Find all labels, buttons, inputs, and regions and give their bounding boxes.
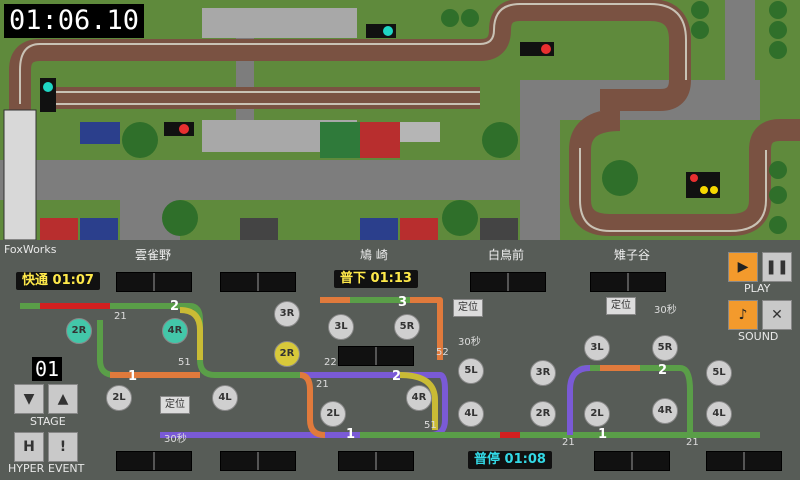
sound-label: SOUND bbox=[738, 330, 779, 343]
switch-3R-b[interactable]: 3R bbox=[530, 360, 556, 386]
teii-toggle-1[interactable]: 定位 bbox=[160, 396, 190, 414]
track-num: 21 bbox=[114, 311, 127, 322]
switch-4R[interactable]: 4R bbox=[162, 318, 188, 344]
track-num: 21 bbox=[562, 437, 575, 448]
switch-2L[interactable]: 2L bbox=[106, 385, 132, 411]
track-num: 2 bbox=[170, 299, 180, 314]
timer-label: 30秒 bbox=[458, 337, 481, 348]
train-futsushita-tag[interactable]: 普下 01:13 bbox=[334, 270, 418, 288]
play-label: PLAY bbox=[744, 282, 771, 295]
track-num: 1 bbox=[598, 427, 608, 442]
slot-hakuchomae-1 bbox=[470, 272, 546, 292]
switch-4R-c[interactable]: 4R bbox=[652, 398, 678, 424]
track-num: 21 bbox=[686, 437, 699, 448]
track-num: 1 bbox=[346, 427, 356, 442]
station-hibarino: 雲雀野 bbox=[135, 248, 172, 262]
slot-hatozaki-2 bbox=[338, 346, 414, 366]
switch-2R-c[interactable]: 2R bbox=[530, 401, 556, 427]
switch-5L-b[interactable]: 5L bbox=[706, 360, 732, 386]
switch-4R-b[interactable]: 4R bbox=[406, 385, 432, 411]
station-kijidani: 雉子谷 bbox=[614, 248, 651, 262]
slot-bottom-3 bbox=[338, 451, 414, 471]
slot-bottom-2 bbox=[220, 451, 296, 471]
teii-toggle-2[interactable]: 定位 bbox=[453, 299, 483, 317]
switch-3R[interactable]: 3R bbox=[274, 301, 300, 327]
slot-kijidani-1 bbox=[590, 272, 666, 292]
track-num: 2 bbox=[658, 363, 668, 378]
timer-label: 30秒 bbox=[654, 305, 677, 316]
switch-3L-b[interactable]: 3L bbox=[584, 335, 610, 361]
switch-4L-c[interactable]: 4L bbox=[706, 401, 732, 427]
timer-label: 30秒 bbox=[164, 434, 187, 445]
switch-2R[interactable]: 2R bbox=[66, 318, 92, 344]
track-diagram bbox=[20, 297, 760, 438]
sound-off-button[interactable]: ✕ bbox=[762, 300, 792, 330]
slot-bottom-1 bbox=[116, 451, 192, 471]
switch-5R-b[interactable]: 5R bbox=[652, 335, 678, 361]
elapsed-timer: 01:06.10 bbox=[4, 4, 144, 38]
switch-2R-b[interactable]: 2R bbox=[274, 341, 300, 367]
slot-bottom-5 bbox=[706, 451, 782, 471]
track-num: 22 bbox=[324, 357, 337, 368]
track-num: 1 bbox=[128, 369, 138, 384]
switch-5R[interactable]: 5R bbox=[394, 314, 420, 340]
track-num: 3 bbox=[398, 295, 408, 310]
station-hatozaki: 鳩 崎 bbox=[360, 248, 388, 262]
switch-4L[interactable]: 4L bbox=[212, 385, 238, 411]
event-label: EVENT bbox=[48, 462, 85, 475]
event-button[interactable]: ! bbox=[48, 432, 78, 462]
stage-up-button[interactable]: ▲ bbox=[48, 384, 78, 414]
slot-hibarino-2 bbox=[220, 272, 296, 292]
hyper-button[interactable]: H bbox=[14, 432, 44, 462]
stage-down-button[interactable]: ▼ bbox=[14, 384, 44, 414]
teii-toggle-3[interactable]: 定位 bbox=[606, 297, 636, 315]
station-hakuchomae: 白鳥前 bbox=[488, 248, 525, 262]
track-num: 51 bbox=[424, 420, 437, 431]
switch-2L-b[interactable]: 2L bbox=[320, 401, 346, 427]
hyper-label: HYPER bbox=[8, 462, 45, 475]
sound-on-button[interactable]: ♪ bbox=[728, 300, 758, 330]
switch-3L[interactable]: 3L bbox=[328, 314, 354, 340]
train-kaitsu-tag[interactable]: 快通 01:07 bbox=[16, 272, 100, 290]
track-num: 2 bbox=[392, 369, 402, 384]
switch-2L-c[interactable]: 2L bbox=[584, 401, 610, 427]
pause-button[interactable]: ❚❚ bbox=[762, 252, 792, 282]
track-num: 52 bbox=[436, 347, 449, 358]
play-button[interactable]: ▶ bbox=[728, 252, 758, 282]
railway-map[interactable]: 01:06.10 bbox=[0, 0, 800, 241]
switch-4L-b[interactable]: 4L bbox=[458, 401, 484, 427]
slot-hibarino-1 bbox=[116, 272, 192, 292]
slot-bottom-4 bbox=[594, 451, 670, 471]
switch-5L[interactable]: 5L bbox=[458, 358, 484, 384]
track-num: 21 bbox=[316, 379, 329, 390]
stage-number: 01 bbox=[32, 357, 62, 381]
track-num: 51 bbox=[178, 357, 191, 368]
train-futsutei-tag[interactable]: 普停 01:08 bbox=[468, 451, 552, 469]
brand-label: FoxWorks bbox=[4, 243, 57, 256]
stage-label: STAGE bbox=[30, 415, 66, 428]
